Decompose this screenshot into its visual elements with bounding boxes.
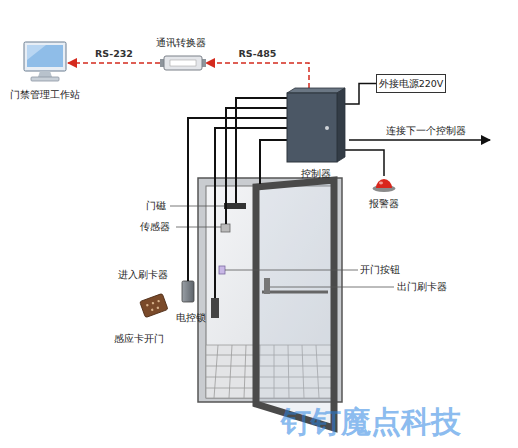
monitor-outline bbox=[22, 42, 68, 82]
wire bbox=[226, 108, 287, 224]
computer-monitor bbox=[22, 42, 68, 82]
grid-line bbox=[229, 345, 232, 398]
monitor-base bbox=[31, 77, 59, 81]
part-label: 开门按钮 bbox=[360, 263, 400, 276]
converter-device bbox=[160, 54, 206, 72]
part-label: 连接下一个控制器 bbox=[386, 124, 466, 137]
card-dot bbox=[157, 300, 160, 303]
leader-line bbox=[225, 270, 358, 271]
converter-body bbox=[164, 56, 202, 70]
wire bbox=[188, 118, 287, 281]
node-label: 报警器 bbox=[364, 197, 404, 210]
edge-label: RS-232 bbox=[84, 48, 144, 60]
node-label: 控制器 bbox=[283, 167, 349, 180]
converter-outline bbox=[160, 54, 206, 72]
connector bbox=[206, 63, 309, 88]
electric-lock bbox=[211, 298, 219, 318]
exit-reader bbox=[264, 278, 270, 294]
grid-line bbox=[214, 345, 218, 398]
part-label: 电控锁 bbox=[176, 311, 206, 324]
card-dot bbox=[156, 306, 159, 309]
controller-box bbox=[287, 88, 345, 162]
controller-outline bbox=[287, 88, 345, 162]
power-supply-box: 外接电源220V bbox=[376, 74, 446, 93]
card-body bbox=[140, 293, 168, 317]
wire bbox=[215, 128, 287, 298]
part-label: 出门刷卡器 bbox=[397, 280, 447, 293]
box-front bbox=[287, 93, 337, 162]
screen-glare bbox=[27, 45, 46, 60]
part-label: 进入刷卡器 bbox=[118, 268, 168, 281]
alarm-outline bbox=[372, 176, 396, 192]
push-bar bbox=[262, 291, 328, 294]
exit-button bbox=[219, 266, 225, 274]
entry-reader bbox=[182, 281, 194, 302]
proximity-card bbox=[140, 293, 168, 317]
node-label: 通讯转换器 bbox=[150, 36, 212, 49]
door-leaf bbox=[256, 180, 334, 428]
alarm: 报警器 bbox=[364, 176, 404, 212]
part-label: 门磁 bbox=[146, 199, 166, 212]
next-controller-arrow bbox=[349, 139, 490, 141]
alarm-dome bbox=[376, 179, 392, 188]
part-label: 感应卡开门 bbox=[114, 332, 164, 345]
control-wires bbox=[188, 98, 287, 298]
workstation: 门禁管理工作站 bbox=[5, 42, 85, 104]
leader-line bbox=[270, 287, 394, 288]
box-top bbox=[287, 88, 345, 93]
converter: 通讯转换器 bbox=[150, 36, 212, 78]
part-label: 传感器 bbox=[140, 220, 170, 233]
node-label: 外接电源220V bbox=[377, 77, 445, 90]
monitor-screen bbox=[27, 45, 63, 67]
connector bbox=[68, 62, 160, 64]
card-dot bbox=[151, 302, 154, 305]
node-label: 门禁管理工作站 bbox=[5, 88, 85, 101]
door-sensor bbox=[221, 224, 230, 232]
card-dot bbox=[146, 304, 149, 307]
wire bbox=[236, 98, 287, 203]
connector bbox=[345, 84, 376, 105]
monitor-bezel bbox=[24, 42, 66, 71]
connector bbox=[345, 150, 384, 176]
controller: 控制器 bbox=[283, 88, 349, 183]
box-side bbox=[337, 88, 345, 162]
edge-label: RS-485 bbox=[228, 48, 288, 60]
monitor-stand bbox=[38, 71, 52, 77]
keyhole bbox=[325, 126, 329, 130]
alarm-highlight bbox=[379, 182, 383, 185]
card-dot bbox=[151, 308, 154, 311]
alarm-button bbox=[372, 176, 396, 192]
grid-line bbox=[244, 345, 246, 398]
door-magnet bbox=[224, 203, 246, 209]
converter-plate bbox=[170, 60, 196, 66]
watermark: 钉钉魔点科技 bbox=[281, 404, 461, 440]
wire bbox=[260, 140, 287, 184]
